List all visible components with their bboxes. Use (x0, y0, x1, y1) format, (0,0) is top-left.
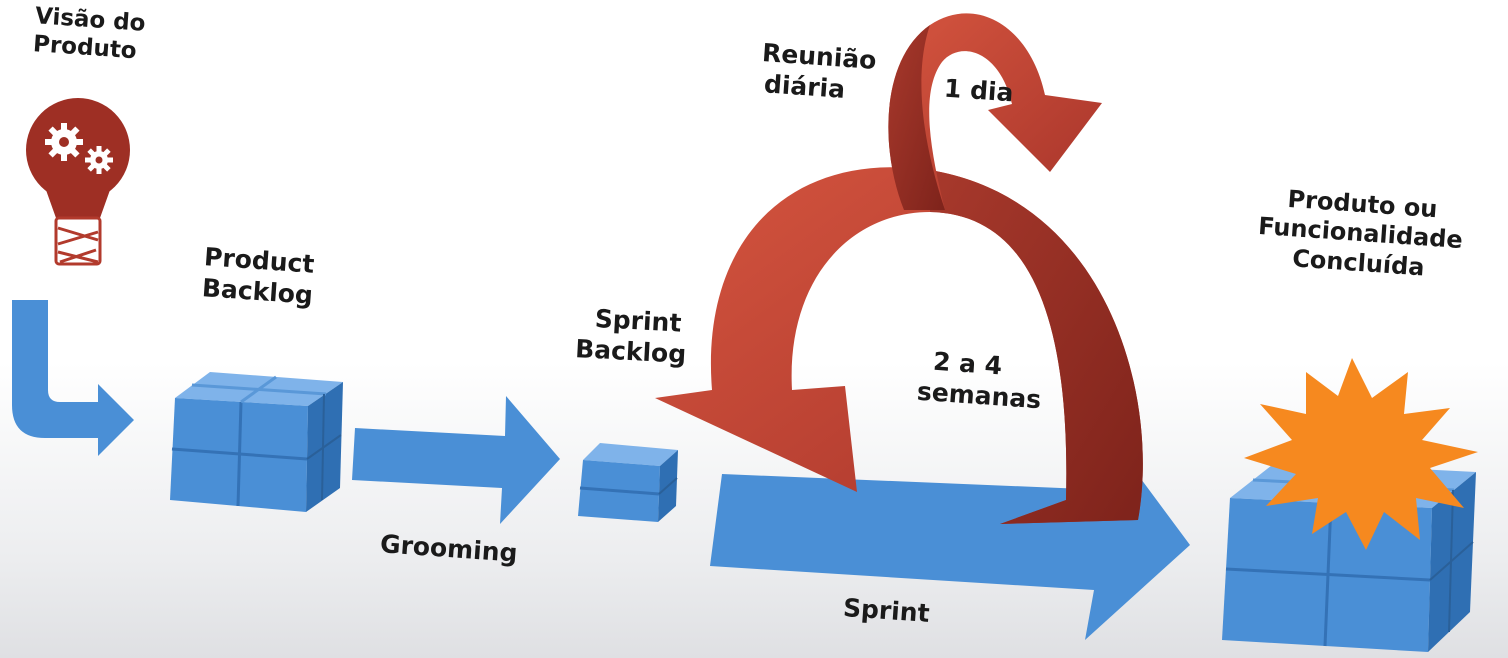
vision-to-backlog-arrow (12, 300, 134, 456)
weeks-label: 2 a 4 semanas (916, 346, 1044, 416)
sprint-cycle-arrow-back (930, 170, 1143, 524)
daily-meeting-label: Reunião diária (759, 38, 877, 107)
daily-cycle-arrow-back (888, 25, 945, 210)
done-label: Produto ou Funcionalidade Concluída (1255, 183, 1466, 285)
product-backlog-label: Product Backlog (201, 242, 316, 311)
sprint-backlog-label: Sprint Backlog (574, 303, 688, 370)
one-day-label: 1 dia (943, 73, 1015, 108)
sprint-backlog-label-line2: Backlog (574, 333, 687, 369)
starburst-icon (1244, 358, 1478, 550)
daily-cycle-arrow (888, 13, 1102, 210)
grooming-arrow (352, 396, 560, 524)
product-backlog-cube (170, 372, 343, 512)
sprint-backlog-cube (578, 443, 678, 522)
lightbulb-gears-icon (26, 98, 130, 266)
vision-label: Visão do Produto (32, 2, 146, 66)
sprint-label: Sprint (842, 593, 931, 628)
